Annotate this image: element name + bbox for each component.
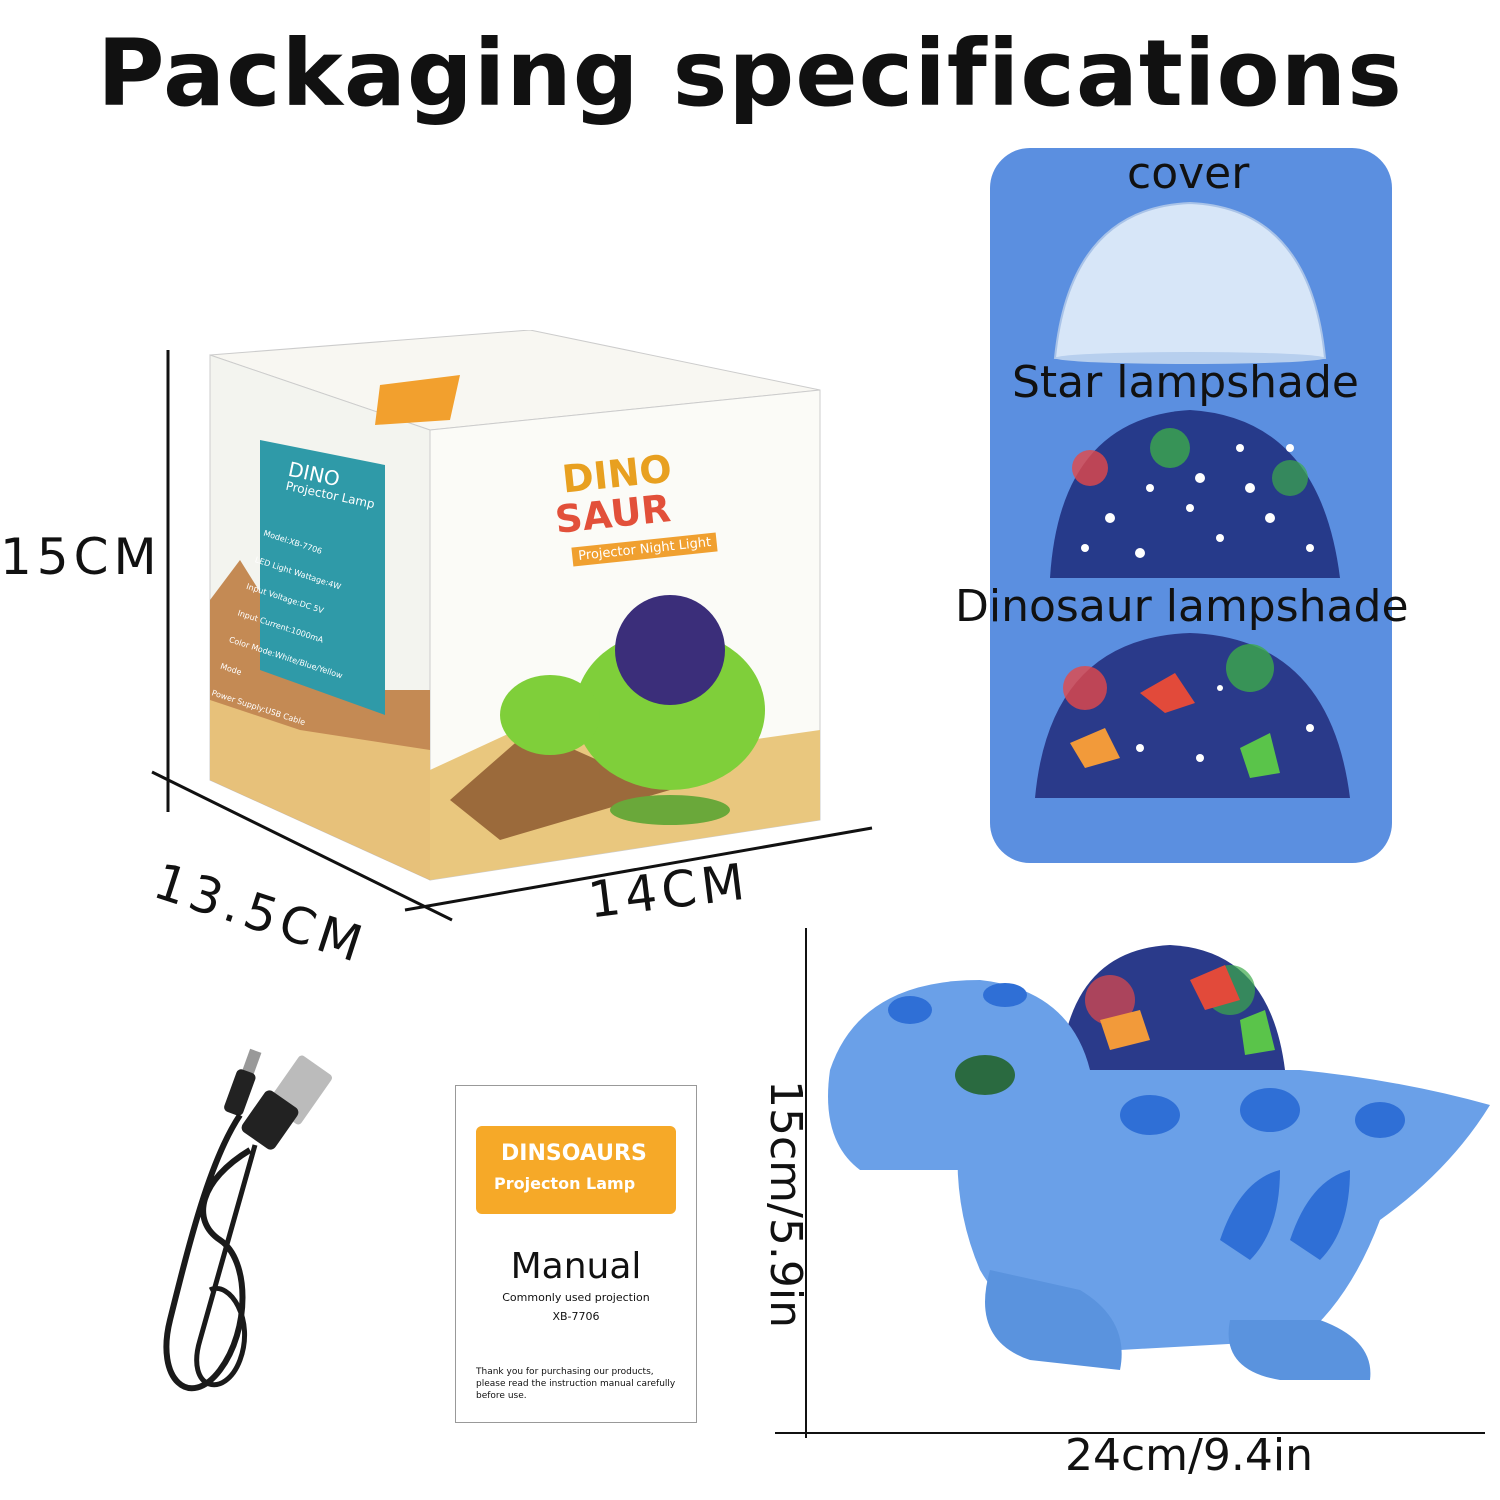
manual-banner-subtitle: Projecton Lamp: [494, 1174, 636, 1193]
box-height-label: 15CM: [0, 528, 162, 586]
dinosaur-lamp-product: [828, 945, 1490, 1380]
usb-cable: [163, 1048, 333, 1392]
cover-label: cover: [1127, 148, 1250, 199]
star-lampshade-label: Star lampshade: [1012, 357, 1359, 408]
packaging-box: [209, 330, 821, 881]
manual-booklet: DINSOAURS Projecton Lamp Manual Commonly…: [455, 1085, 697, 1423]
manual-model: XB-7706: [552, 1310, 600, 1323]
product-height-label: 15cm/5.9in: [760, 1080, 811, 1328]
manual-banner: [476, 1126, 676, 1214]
manual-thanks-text: Thank you for purchasing our products, p…: [476, 1367, 676, 1401]
dinosaur-lampshade-label: Dinosaur lampshade: [955, 581, 1409, 632]
manual-title: Manual: [510, 1246, 642, 1287]
product-width-label: 24cm/9.4in: [1065, 1430, 1313, 1481]
page-title: Packaging specifications: [97, 20, 1403, 127]
manual-banner-title: DINSOAURS: [501, 1141, 647, 1166]
manual-subtitle: Commonly used projection: [502, 1291, 650, 1304]
parts-illustration: [1035, 201, 1350, 798]
